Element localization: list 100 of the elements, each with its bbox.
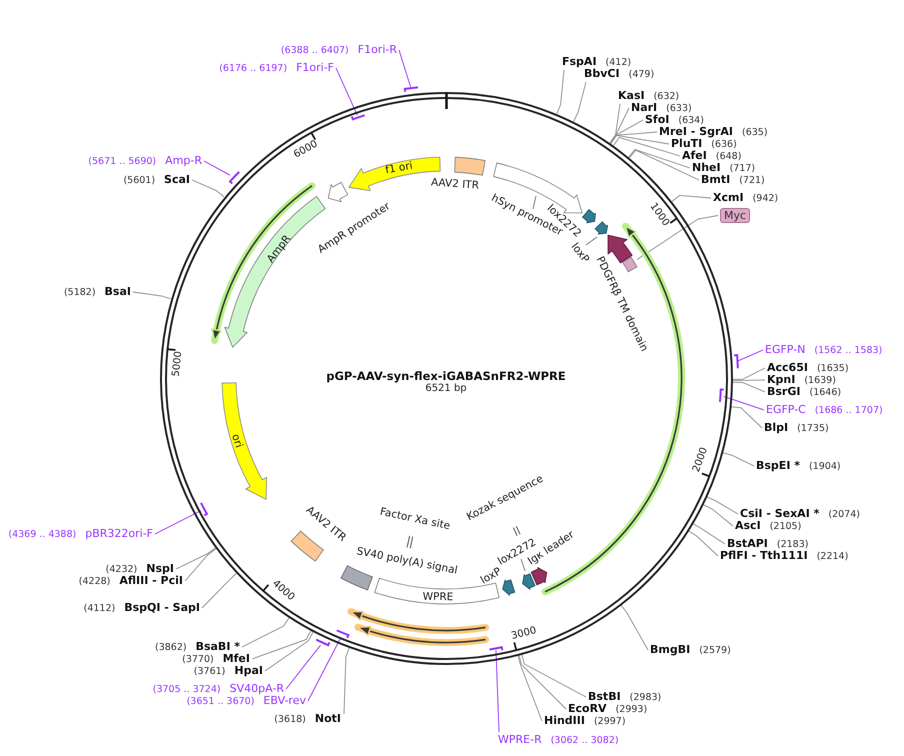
leader-line <box>202 572 237 608</box>
leader-line <box>286 644 321 690</box>
leader-line <box>610 120 644 144</box>
feature-label: Factor Xa site <box>378 506 452 532</box>
enzyme-name: AfeI <box>682 149 707 162</box>
primer-name: F1ori-R <box>358 43 397 57</box>
leader-line <box>344 647 350 714</box>
site-position: (721) <box>739 174 765 188</box>
leader-line <box>242 617 290 648</box>
enzyme-name: NheI <box>692 161 721 175</box>
feature-label: WPRE <box>422 590 454 604</box>
enzyme-name: BstAPI <box>727 537 768 550</box>
enzyme-name: HindIII <box>544 714 585 728</box>
enzyme-name: PluTI <box>671 137 702 150</box>
leader-line <box>610 132 658 144</box>
leader-line <box>722 452 754 466</box>
enzyme-name: BsaI <box>104 285 131 299</box>
enzyme-name: FspAI <box>562 55 597 68</box>
feature-tag: Myc <box>720 208 750 223</box>
leader-line <box>620 604 648 650</box>
leader-line <box>518 654 542 722</box>
site-position: (942) <box>752 192 778 206</box>
site-position: (5182) <box>64 286 96 300</box>
leader-line <box>688 530 718 556</box>
site-position: (412) <box>606 56 632 68</box>
site-position: (479) <box>628 68 654 82</box>
primer-range: (5671 .. 5690) <box>88 155 156 169</box>
leader-line <box>521 654 586 698</box>
scale-label: 2000 <box>691 446 711 474</box>
enzyme-name: CsiI - SexAI * <box>740 507 820 521</box>
leader-line <box>204 160 230 176</box>
site-position: (1635) <box>816 362 849 376</box>
leader-line <box>610 108 630 144</box>
primer-range: (1562 .. 1583) <box>814 344 882 358</box>
primer-range: (6388 .. 6407) <box>280 44 349 58</box>
enzyme-name: PflFI - Tth111I <box>720 549 808 563</box>
site-position: (3618) <box>274 713 306 727</box>
scale-label: 6000 <box>292 138 320 161</box>
leader-line <box>628 150 700 180</box>
leader-line <box>636 215 718 260</box>
feature-label: AAV2 ITR <box>430 176 480 192</box>
enzyme-name: BsaBI * <box>196 640 240 654</box>
leader-line <box>609 104 620 144</box>
leader-line <box>732 380 766 381</box>
site-position: (2993) <box>616 703 648 716</box>
leader-line <box>556 70 564 114</box>
leader-line <box>573 82 586 122</box>
leader-line <box>496 650 500 732</box>
leader-line <box>706 496 738 514</box>
feature-label: ori <box>229 432 245 450</box>
site-position: (2997) <box>594 715 626 729</box>
primer-name: pBR322ori-F <box>85 527 153 541</box>
enzyme-name: SfoI <box>645 113 670 127</box>
primer-name: EBV-rev <box>263 694 306 708</box>
primer-range: (3651 .. 3670) <box>186 695 254 709</box>
site-position: (3761) <box>194 665 226 679</box>
leader-line <box>264 631 314 672</box>
site-position: (2983) <box>630 691 662 704</box>
enzyme-name: BmgBI <box>650 643 690 657</box>
leader-line <box>176 547 216 570</box>
enzyme-name: BspQI - SapI <box>124 601 200 615</box>
scale-label: 5000 <box>171 350 186 378</box>
enzyme-name: BstBI <box>588 690 621 704</box>
enzyme-name: Acc65I <box>767 361 808 375</box>
primer-name: EGFP-N <box>765 343 806 357</box>
site-position: (635) <box>742 126 768 140</box>
leader-line <box>723 396 764 410</box>
leader-line <box>692 523 726 544</box>
feature-label: loxP <box>478 565 504 587</box>
primer-name: SV40pA-R <box>230 682 284 696</box>
enzyme-name: MreI - SgrAI <box>659 125 733 138</box>
site-position: (633) <box>666 102 692 114</box>
primer-name: WPRE-R <box>498 733 542 747</box>
enzyme-name: MfeI <box>222 652 250 666</box>
site-position: (632) <box>654 90 680 103</box>
primer-range: (1686 .. 1707) <box>814 404 883 418</box>
enzyme-name: NotI <box>314 712 341 726</box>
enzyme-name: KpnI <box>767 373 796 386</box>
site-position: (717) <box>730 162 756 176</box>
site-position: (2579) <box>699 644 731 658</box>
enzyme-name: XcmI <box>713 191 744 205</box>
site-position: (2074) <box>828 508 860 522</box>
leader-line <box>252 630 312 660</box>
site-position: (2105) <box>770 520 802 534</box>
enzyme-name: NspI <box>146 562 174 576</box>
site-position: (4228) <box>78 575 110 589</box>
leader-line <box>184 548 216 582</box>
site-position: (1735) <box>797 422 829 436</box>
site-position: (4232) <box>106 563 138 576</box>
leader-line <box>518 654 566 710</box>
feature-label: SV40 poly(A) signal <box>356 545 458 577</box>
primer-range: (3705 .. 3724) <box>152 683 221 696</box>
enzyme-name: NarI <box>631 101 658 114</box>
leader-line <box>154 510 202 534</box>
leader-line <box>308 637 342 702</box>
primer-binding-mark <box>734 354 739 368</box>
enzyme-name: KasI <box>618 89 645 103</box>
primer-binding-mark <box>404 86 418 92</box>
enzyme-name: ScaI <box>164 173 190 187</box>
leader-line <box>702 504 734 526</box>
